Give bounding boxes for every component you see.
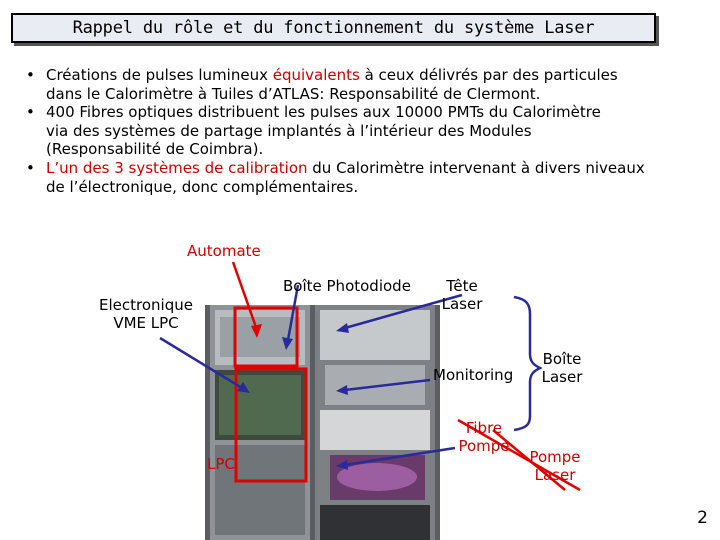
electronique-arrow	[159, 336, 243, 390]
boite-laser-line1: Boîte	[542, 350, 582, 368]
bullet-line: via des systèmes de partage implantés à …	[46, 122, 716, 141]
fibre-pompe-line1: Fibre	[465, 419, 503, 437]
tete-laser-arrow	[344, 293, 463, 330]
automate-box	[233, 306, 299, 368]
fibre-pompe-label: Fibre Pompe	[455, 419, 513, 455]
photodiode-arrow	[286, 284, 300, 341]
title-box: Rappel du rôle et du fonctionnement du s…	[11, 13, 656, 43]
electronique-label: Electronique VME LPC	[92, 296, 200, 332]
boite-laser-line2: Laser	[541, 368, 583, 386]
tete-laser-line2: Laser	[441, 295, 483, 313]
electronique-box	[234, 367, 308, 483]
bullet-line: Créations de pulses lumineux équivalents…	[46, 66, 716, 85]
bullet-text: de l’électronique, donc complémentaires.	[46, 177, 359, 196]
automate-arrowhead	[251, 324, 262, 338]
automate-arrow	[231, 261, 259, 331]
page-number: 2	[697, 508, 708, 528]
bullet-line: de l’électronique, donc complémentaires.	[46, 178, 716, 197]
bullet-item: • Créations de pulses lumineux équivalent…	[26, 66, 716, 103]
cross-line-2	[492, 429, 566, 491]
bullet-text: L’un des 3 systèmes de calibration	[46, 158, 308, 177]
fibre-pompe-line2: Pompe	[458, 437, 510, 455]
boite-photodiode-label: Boîte Photodiode	[283, 277, 411, 295]
electronique-label-line1: Electronique	[99, 296, 193, 314]
fibre-arrow	[344, 446, 456, 467]
bullet-text: du Calorimètre intervenant à divers nive…	[307, 158, 645, 177]
pompe-laser-line1: Pompe	[529, 448, 581, 466]
bullet-dot-icon: •	[26, 103, 35, 122]
electronique-label-line2: VME LPC	[113, 314, 179, 332]
bullet-text: via des systèmes de partage implantés à …	[46, 121, 532, 140]
bullet-text: Créations de pulses lumineux	[46, 66, 273, 84]
bullet-line: L’un des 3 systèmes de calibration du Ca…	[46, 159, 716, 178]
bullet-text: équivalents	[272, 66, 360, 84]
brace	[513, 295, 543, 432]
bullet-line: 400 Fibres optiques distribuent les puls…	[46, 103, 716, 122]
slide-title: Rappel du rôle et du fonctionnement du s…	[72, 18, 595, 38]
monitoring-label: Monitoring	[433, 366, 514, 384]
tete-laser-line1: Tête	[446, 277, 478, 295]
bullet-item: • 400 Fibres optiques distribuent les pul…	[26, 103, 716, 159]
lpc-label: LPC	[207, 455, 235, 473]
bullet-dot-icon: •	[26, 66, 35, 84]
cross-line-1	[457, 418, 581, 492]
bullet-line: dans le Calorimètre à Tuiles d’ATLAS: Re…	[46, 85, 716, 104]
boite-laser-label: Boîte Laser	[536, 350, 588, 386]
bullet-text: à ceux délivrés par des particules	[359, 66, 618, 84]
automate-label: Automate	[187, 242, 261, 260]
pompe-laser-line2: Laser	[534, 466, 576, 484]
monitoring-arrow	[344, 378, 431, 392]
bullet-text: (Responsabilité de Coimbra).	[46, 140, 264, 159]
pompe-laser-label: Pompe Laser	[526, 448, 584, 484]
tete-laser-label: Tête Laser	[436, 277, 488, 313]
bullet-line: (Responsabilité de Coimbra).	[46, 140, 716, 159]
bullet-text: 400 Fibres optiques distribuent les puls…	[46, 103, 601, 122]
bullet-text: dans le Calorimètre à Tuiles d’ATLAS: Re…	[46, 84, 541, 103]
bullet-dot-icon: •	[26, 158, 35, 177]
bullet-item: • L’un des 3 systèmes de calibration du C…	[26, 159, 716, 196]
bullet-list: • Créations de pulses lumineux équivalent…	[26, 66, 716, 196]
